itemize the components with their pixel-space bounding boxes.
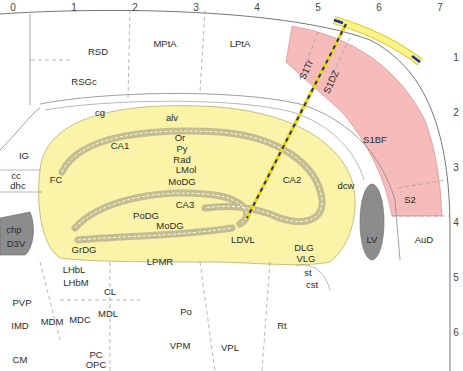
region-label: GrDG — [72, 245, 97, 255]
region-label: Rt — [277, 321, 287, 331]
axis-number: 1 — [453, 53, 459, 63]
region-label: LDVL — [231, 235, 255, 245]
region-label: DLG — [294, 243, 314, 253]
region-label: LV — [367, 235, 378, 245]
region-label: CL — [104, 287, 116, 297]
region-label: CM — [13, 355, 28, 365]
region-label: MPtA — [153, 39, 176, 49]
region-label: cst — [306, 280, 318, 290]
region-label: LHbL — [63, 265, 86, 275]
axis-number: 5 — [453, 273, 459, 283]
region-label: RSGc — [71, 77, 96, 87]
axis-number: 3 — [453, 163, 459, 173]
axis-number: 4 — [453, 218, 459, 228]
region-label: IMD — [11, 321, 28, 331]
region-label: AuD — [415, 235, 433, 245]
region-label: alv — [166, 113, 178, 123]
region-label: PC — [89, 350, 102, 360]
axis-number: 4 — [254, 3, 260, 13]
axis-number: 1 — [71, 3, 77, 13]
region-label: LMol — [176, 165, 197, 175]
axis-number: 7 — [437, 3, 443, 13]
region-label: IG — [19, 151, 29, 161]
region-label: S2 — [404, 195, 416, 205]
region-label: MoDG — [156, 221, 183, 231]
axis-number: 5 — [315, 3, 321, 13]
region-label: Py — [176, 144, 187, 154]
region-label: D3V — [7, 239, 25, 249]
region-label: PoDG — [133, 211, 159, 221]
axis-number: 6 — [453, 328, 459, 338]
region-label: CA1 — [111, 141, 129, 151]
region-label: PVP — [12, 298, 31, 308]
region-label: dcw — [338, 181, 355, 191]
region-label: Or — [175, 133, 186, 143]
region-label: VPM — [170, 341, 191, 351]
region-label: cc — [11, 171, 21, 181]
axis-number: 2 — [453, 108, 459, 118]
region-label: Rad — [173, 155, 190, 165]
region-label: chp — [6, 225, 21, 235]
region-label: FC — [50, 175, 63, 185]
axis-number: 0 — [10, 3, 16, 13]
region-label: Po — [180, 307, 192, 317]
region-label: MDM — [41, 317, 64, 327]
region-label: RSD — [88, 47, 108, 57]
region-label: MDC — [69, 315, 91, 325]
region-label: CA3 — [176, 200, 194, 210]
region-label: LPtA — [230, 39, 251, 49]
region-label: VPL — [221, 343, 239, 353]
region-label: cg — [95, 108, 105, 118]
region-label: S1BF — [363, 135, 387, 145]
hippocampus-region — [39, 106, 356, 265]
axis-number: 2 — [132, 3, 138, 13]
axis-number: 6 — [376, 3, 382, 13]
region-label: CA2 — [283, 175, 301, 185]
region-label: st — [304, 268, 311, 278]
region-label: dhc — [10, 181, 25, 191]
region-label: LHbM — [63, 278, 88, 288]
region-label: MoDG — [168, 177, 195, 187]
axis-number: 3 — [193, 3, 199, 13]
region-label: MDL — [98, 309, 118, 319]
region-label: OPC — [86, 360, 107, 370]
region-label: LPMR — [147, 257, 173, 267]
region-label: VLG — [296, 254, 315, 264]
